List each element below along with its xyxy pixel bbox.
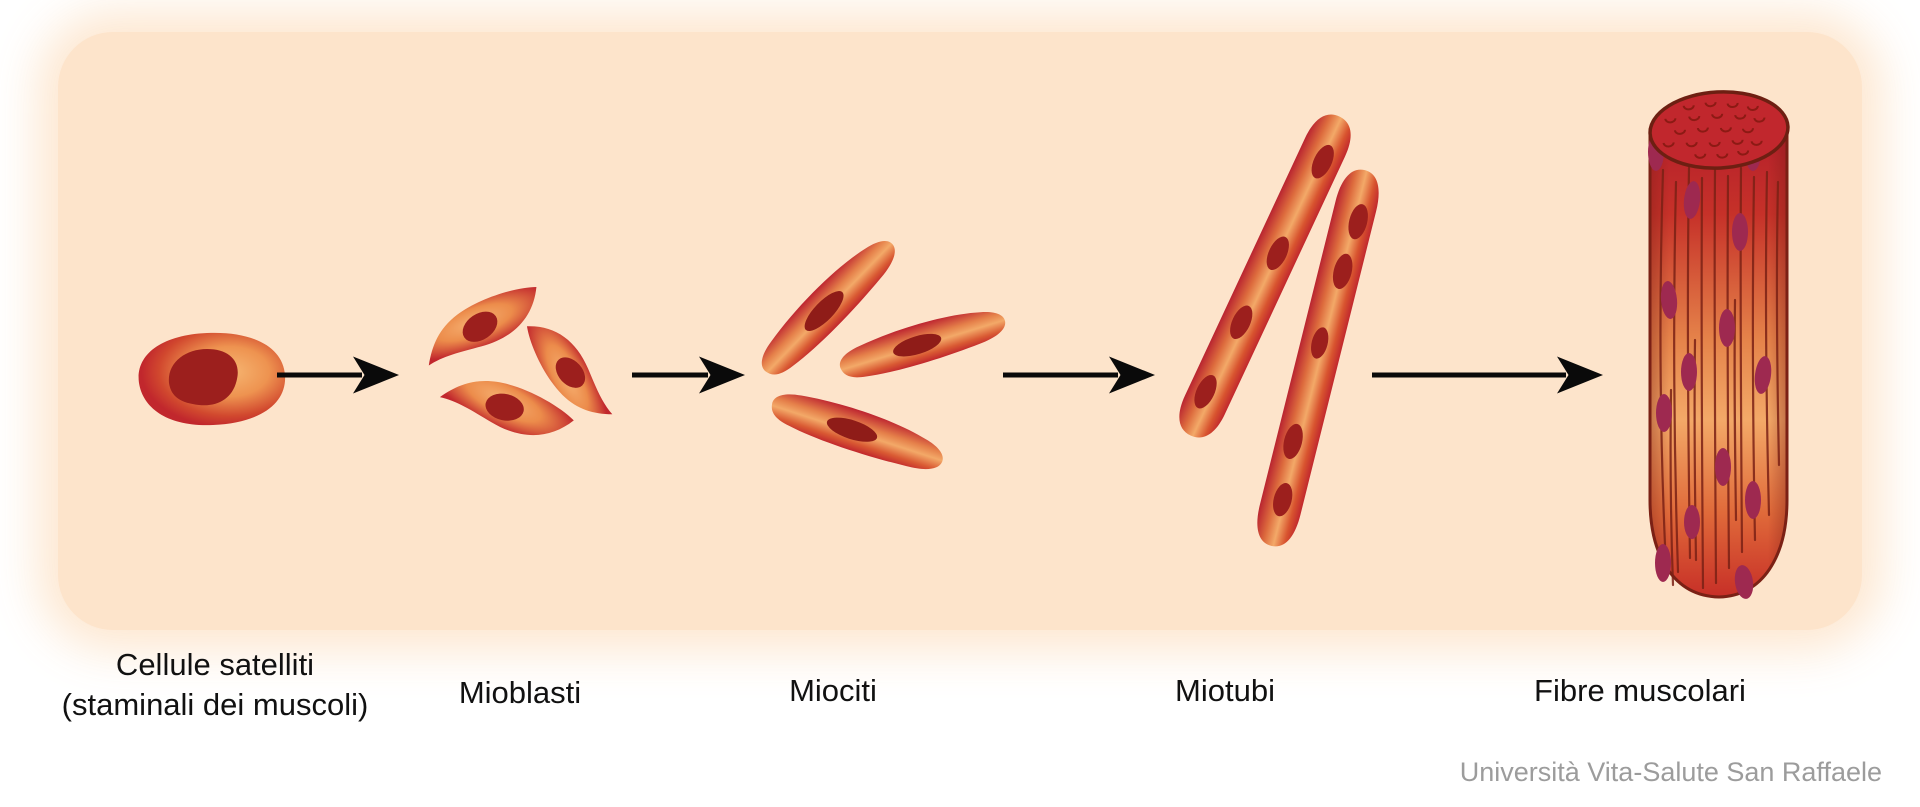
fiber-cross-section xyxy=(1648,90,1790,170)
arrow-icon xyxy=(277,356,399,394)
stage-label-myoblasts: Mioblasti xyxy=(458,675,582,710)
stage-label-myocytes: Miociti xyxy=(789,673,877,708)
myotube-cells-illustration xyxy=(1170,107,1386,551)
muscle-fiber-illustration xyxy=(1648,90,1790,599)
myocyte-cells-illustration xyxy=(750,227,1010,479)
stage-label-line2: (staminali dei muscoli) xyxy=(61,687,369,722)
stage-label-myotubes: Miotubi xyxy=(1175,673,1275,708)
arrow-icon xyxy=(632,356,745,394)
stage-label-line1: Cellule satelliti xyxy=(115,647,315,682)
watermark: Università Vita-Salute San Raffaele xyxy=(1459,757,1882,787)
stage-label-satellite-cells: Cellule satelliti (staminali dei muscoli… xyxy=(62,645,369,725)
arrow-icon xyxy=(1003,356,1155,394)
arrow-icon xyxy=(1372,356,1603,394)
myoblast-cells-illustration xyxy=(414,281,613,455)
stage-label-muscle-fibers: Fibre muscolari xyxy=(1534,673,1746,708)
satellite-cell-illustration xyxy=(138,332,286,426)
